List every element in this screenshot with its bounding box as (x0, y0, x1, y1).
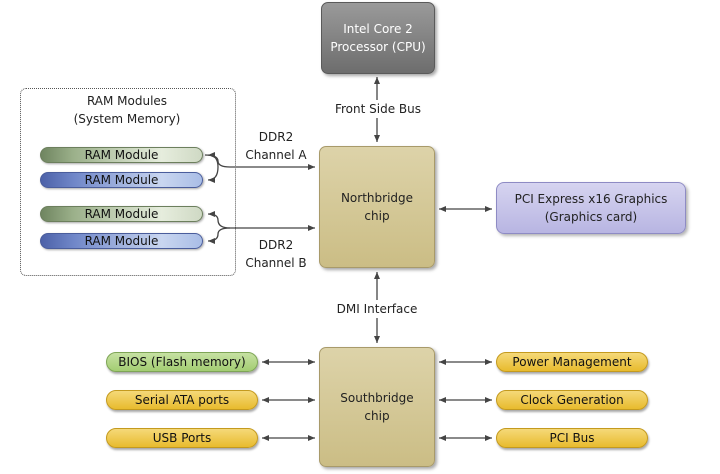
bios-box[interactable]: BIOS (Flash memory) (106, 352, 258, 372)
ram-a2-link (207, 166, 219, 183)
northbridge-chip[interactable]: Northbridge chip (319, 146, 435, 268)
ram-group-title: RAM Modules (System Memory) (62, 92, 192, 128)
pci-bus-box[interactable]: PCI Bus (496, 428, 648, 448)
ddr2-channel-a-label: DDR2 Channel A (245, 130, 307, 162)
ram-b2-link (207, 227, 231, 244)
ram-module-1[interactable]: RAM Module (40, 147, 203, 163)
dmi-interface-label: DMI Interface (320, 300, 434, 318)
ddr2-channel-b-label: DDR2 Channel B (245, 238, 307, 270)
ram-modules-group (20, 88, 236, 276)
ram-b1-link (207, 211, 231, 229)
ram-module-3[interactable]: RAM Module (40, 206, 203, 222)
power-management-box[interactable]: Power Management (496, 352, 648, 372)
serial-ata-box[interactable]: Serial ATA ports (106, 390, 258, 410)
southbridge-chip[interactable]: Southbridge chip (319, 347, 435, 467)
cpu-box[interactable]: Intel Core 2 Processor (CPU) (321, 2, 435, 74)
graphics-card-box[interactable]: PCI Express x16 Graphics (Graphics card) (496, 182, 686, 234)
ram-module-2[interactable]: RAM Module (40, 172, 203, 188)
usb-ports-box[interactable]: USB Ports (106, 428, 258, 448)
ram-a1-link (207, 152, 219, 168)
ram-module-4[interactable]: RAM Module (40, 233, 203, 249)
front-side-bus-label: Front Side Bus (322, 100, 434, 118)
clock-generation-box[interactable]: Clock Generation (496, 390, 648, 410)
